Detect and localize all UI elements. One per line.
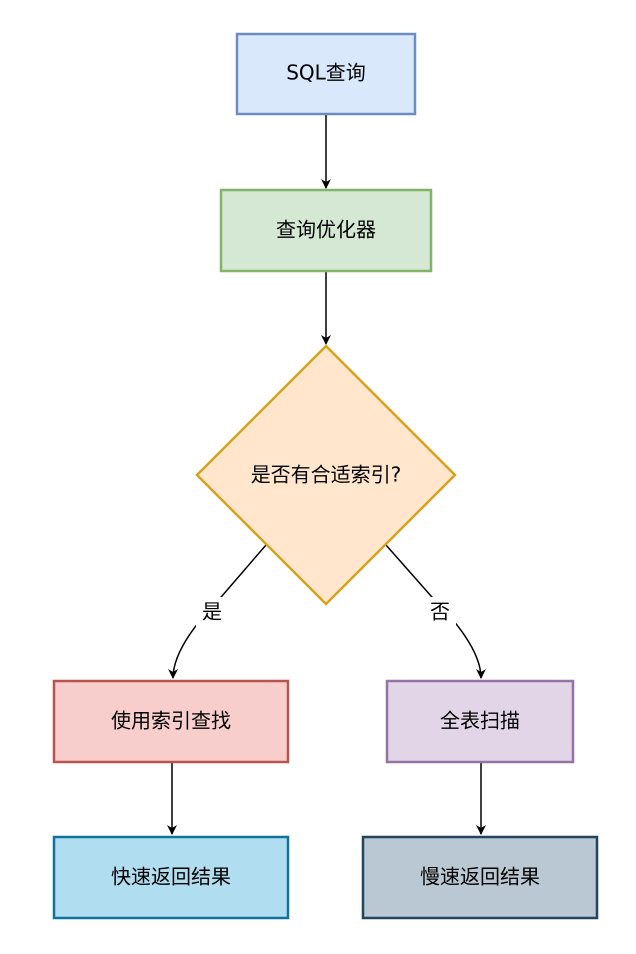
index-decision-label: 是否有合适索引?: [251, 463, 402, 487]
slow-result-label: 慢速返回结果: [420, 865, 540, 889]
query-optimizer-node: [219, 188, 433, 273]
full-table-scan-label: 全表扫描: [440, 709, 520, 733]
yes-label-background: [196, 597, 228, 627]
sql-query-node: [235, 32, 417, 116]
fast-result-node: [52, 835, 290, 920]
no-label-background: [424, 597, 456, 627]
query-optimizer-label: 查询优化器: [276, 218, 376, 242]
yes-label: 是: [202, 600, 222, 624]
fast-result-label: 快速返回结果: [111, 865, 231, 889]
index-decision-node: [195, 344, 457, 606]
slow-result-node: [361, 835, 599, 920]
no-label: 否: [430, 600, 450, 624]
use-index-lookup-node: [52, 679, 290, 764]
use-index-lookup-label: 使用索引查找: [111, 709, 231, 733]
full-table-scan-node: [385, 679, 575, 764]
sql-query-label: SQL查询: [286, 61, 366, 85]
